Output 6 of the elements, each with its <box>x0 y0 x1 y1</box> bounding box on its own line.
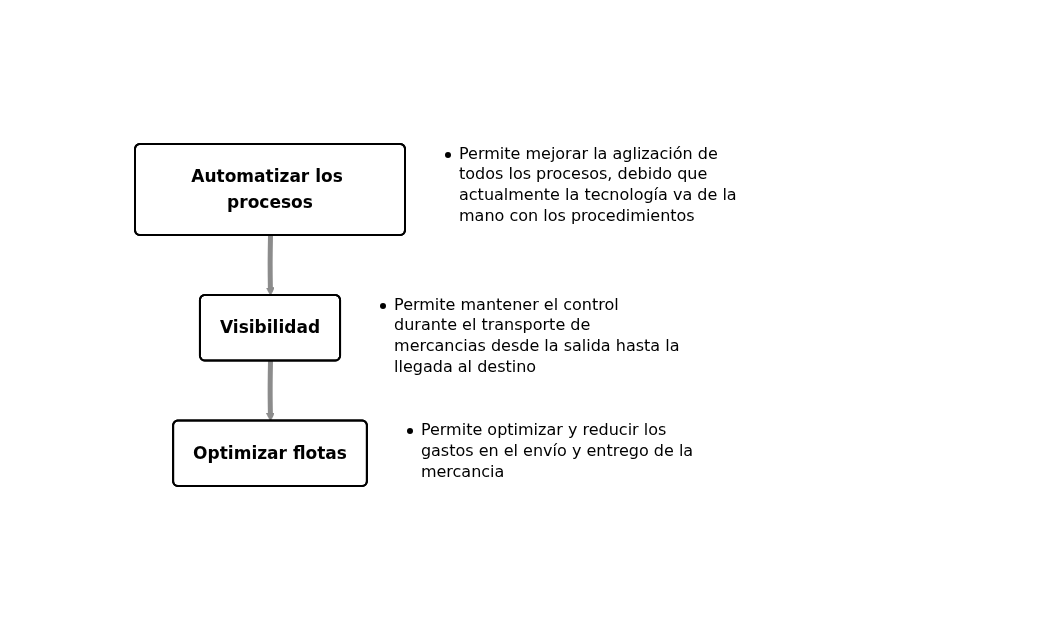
node-text: Automatizar los procesos <box>191 165 343 211</box>
bullet-text: Permite optimizar y reducir los gastos en el envío y entrego de la mercancia <box>406 420 707 483</box>
bullet-text: Permite mejorar la aglización de todos los procesos, debido que actualmente la tecnología va de la mano con los procedimientos <box>445 143 745 227</box>
bullet-text: Permite mantener el control durante el transporte de mercancias desde la salida hasta la llegada al destino <box>380 294 681 378</box>
arrow <box>265 360 275 421</box>
arrow <box>265 234 275 296</box>
